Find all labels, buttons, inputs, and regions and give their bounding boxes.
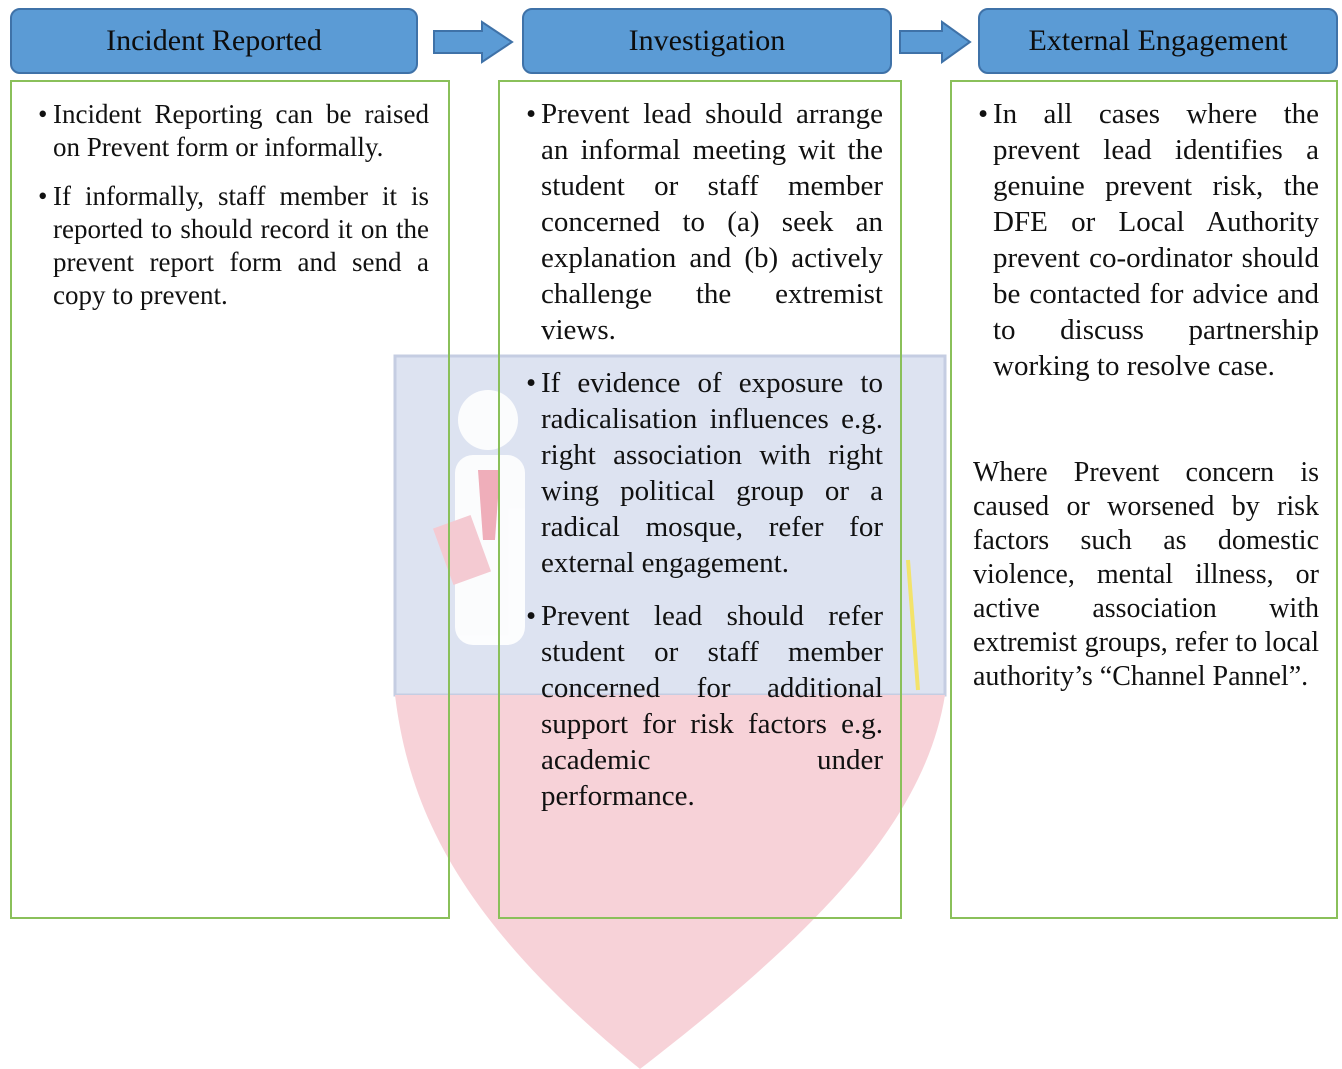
list-item: Incident Reporting can be raised on Prev… (38, 98, 429, 164)
list-item: If informally, staff member it is report… (38, 180, 429, 312)
list-item: Prevent lead should arrange an informal … (526, 96, 883, 348)
list-item: In all cases where the prevent lead iden… (978, 96, 1319, 384)
stage-box-external-engagement: In all cases where the prevent lead iden… (950, 80, 1338, 919)
yellow-stroke (906, 559, 920, 691)
figure-silhouette (432, 390, 525, 645)
stage-box-incident-reported: Incident Reporting can be raised on Prev… (10, 80, 450, 919)
arrow-right-icon (899, 20, 972, 64)
bullet-list: Prevent lead should arrange an informal … (526, 96, 883, 831)
list-item: If evidence of exposure to radicalisatio… (526, 365, 883, 581)
stage-box-investigation: Prevent lead should arrange an informal … (498, 80, 902, 919)
stage-header-investigation: Investigation (522, 8, 892, 74)
list-item: Prevent lead should refer student or sta… (526, 598, 883, 814)
channel-panel-note: Where Prevent concern is caused or worse… (973, 457, 1319, 692)
stage-header-incident-reported: Incident Reported (10, 8, 418, 74)
bullet-list: In all cases where the prevent lead iden… (978, 96, 1319, 384)
stage-header-external-engagement: External Engagement (978, 8, 1338, 74)
bullet-list: Incident Reporting can be raised on Prev… (38, 98, 429, 328)
arrow-right-icon (433, 20, 514, 64)
